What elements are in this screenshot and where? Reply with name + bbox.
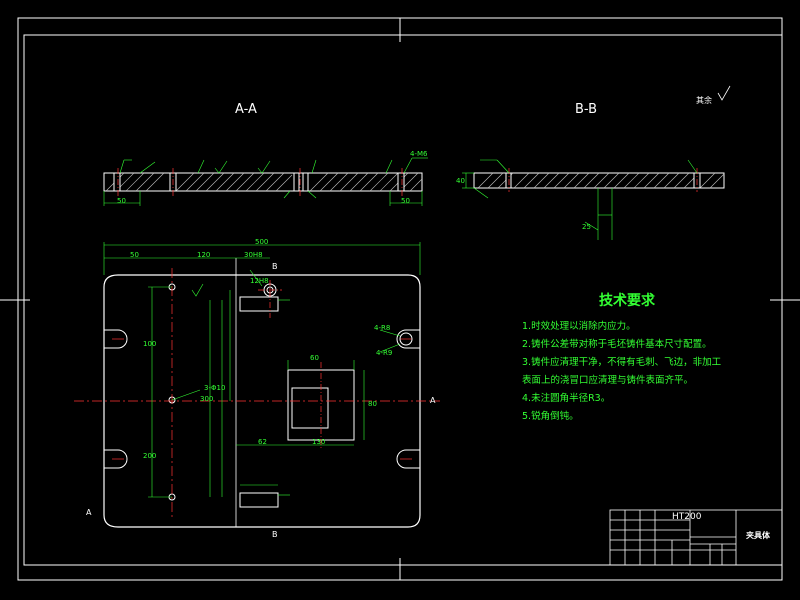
dim-300: 300 [200,395,214,403]
dim-62: 62 [258,438,267,446]
plan-view [74,242,440,528]
tech-requirements-title: 技术要求 [599,293,655,309]
tech-item: 3.铸件应清理干净，不得有毛刺、飞边，非加工 [522,357,722,368]
dim-25: 25 [582,223,591,231]
section-bb-title: B-B [575,102,598,117]
technical-requirements: 技术要求 1.时效处理以消除内应力。 2.铸件公差带对称于毛坯铸件基本尺寸配置。… [522,292,752,426]
title-block-material: HT200 [672,512,702,522]
title-block-part-name: 夹具体 [746,531,770,540]
tech-item: 2.铸件公差带对称于毛坯铸件基本尺寸配置。 [522,339,712,350]
dim-130: 130 [312,438,326,446]
dim-50-aa-right: 50 [401,197,410,205]
dim-overall-width: 500 [255,238,269,246]
marker-a-left: A [86,508,92,517]
tech-item: 表面上的浇冒口应清理与铸件表面齐平。 [522,375,694,386]
dim-4r8: 4-R8 [374,324,391,332]
dim-100: 100 [143,340,157,348]
dim-60: 60 [310,354,319,362]
tech-item: 1.时效处理以消除内应力。 [522,321,636,332]
title-block [609,509,783,566]
section-aa-title: A-A [235,102,257,117]
marker-b-top: B [272,262,278,271]
tech-item: 4.未注圆角半径R3。 [522,393,611,404]
dim-3phi10: 3-Φ10 [204,384,226,392]
section-aa-view [103,157,428,206]
marker-b-bottom: B [272,530,278,539]
dim-50-aa-left: 50 [117,197,126,205]
dim-4m6: 4-M6 [410,150,428,158]
dim-30h8: 30H8 [244,251,263,259]
dim-80: 80 [368,400,377,408]
roughness-note: 其余 [696,96,712,105]
dim-40: 40 [456,177,465,185]
dim-50-left: 50 [130,251,139,259]
dim-120: 120 [197,251,211,259]
dim-4r9: 4-R9 [376,349,393,357]
dim-12h8: 12H8 [250,277,269,285]
marker-a-right: A [430,396,436,405]
dim-200: 200 [143,452,157,460]
tech-item: 5.锐角倒钝。 [522,411,579,422]
roughness-symbol-icon [717,85,731,101]
section-bb-view [462,159,725,240]
